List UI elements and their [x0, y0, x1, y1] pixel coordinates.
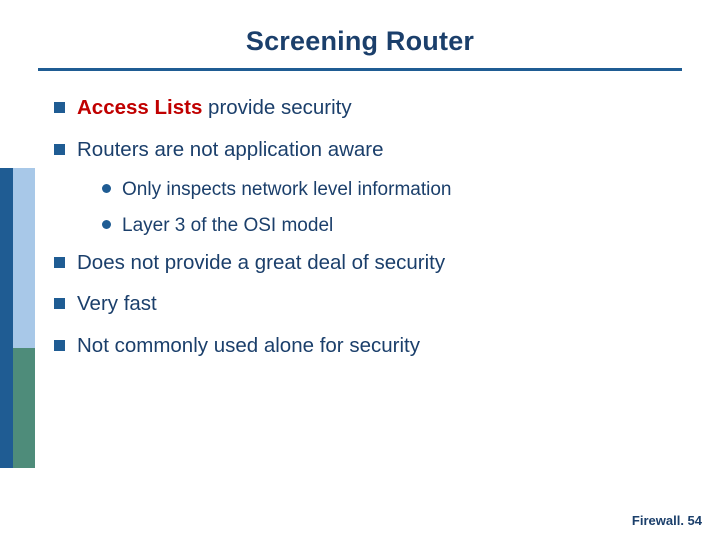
bullet-list: Access Lists provide security Routers ar… — [54, 96, 694, 376]
list-item: Only inspects network level information — [102, 179, 694, 201]
slide-footer: Firewall. 54 — [631, 513, 702, 528]
list-item-highlight: Access Lists — [77, 96, 203, 119]
square-bullet-icon — [54, 256, 65, 268]
list-item-text: Very fast — [77, 292, 157, 316]
left-accent-bar-dark — [0, 168, 13, 468]
title-divider — [38, 68, 682, 71]
square-bullet-icon — [54, 143, 65, 155]
list-item-text: Access Lists provide security — [77, 96, 352, 120]
list-item-rest: provide security — [202, 96, 352, 119]
left-accent-bar-teal — [13, 348, 35, 468]
list-item-text: Layer 3 of the OSI model — [122, 214, 334, 236]
list-item-text: Not commonly used alone for security — [77, 333, 420, 357]
left-accent-bar-light — [13, 168, 35, 348]
square-bullet-icon — [54, 298, 65, 310]
round-bullet-icon — [102, 184, 111, 194]
list-item: Layer 3 of the OSI model — [102, 215, 694, 237]
list-item: Very fast — [54, 292, 694, 316]
list-item: Access Lists provide security — [54, 96, 694, 120]
list-item: Does not provide a great deal of securit… — [54, 251, 694, 275]
list-item: Routers are not application aware — [54, 138, 694, 162]
list-item: Not commonly used alone for security — [54, 334, 694, 358]
list-item-text: Routers are not application aware — [77, 137, 384, 161]
round-bullet-icon — [102, 219, 111, 229]
square-bullet-icon — [54, 339, 65, 351]
square-bullet-icon — [54, 102, 65, 113]
list-item-text: Only inspects network level information — [122, 179, 452, 201]
slide-title: Screening Router — [245, 26, 475, 56]
list-item-text: Does not provide a great deal of securit… — [77, 250, 446, 274]
